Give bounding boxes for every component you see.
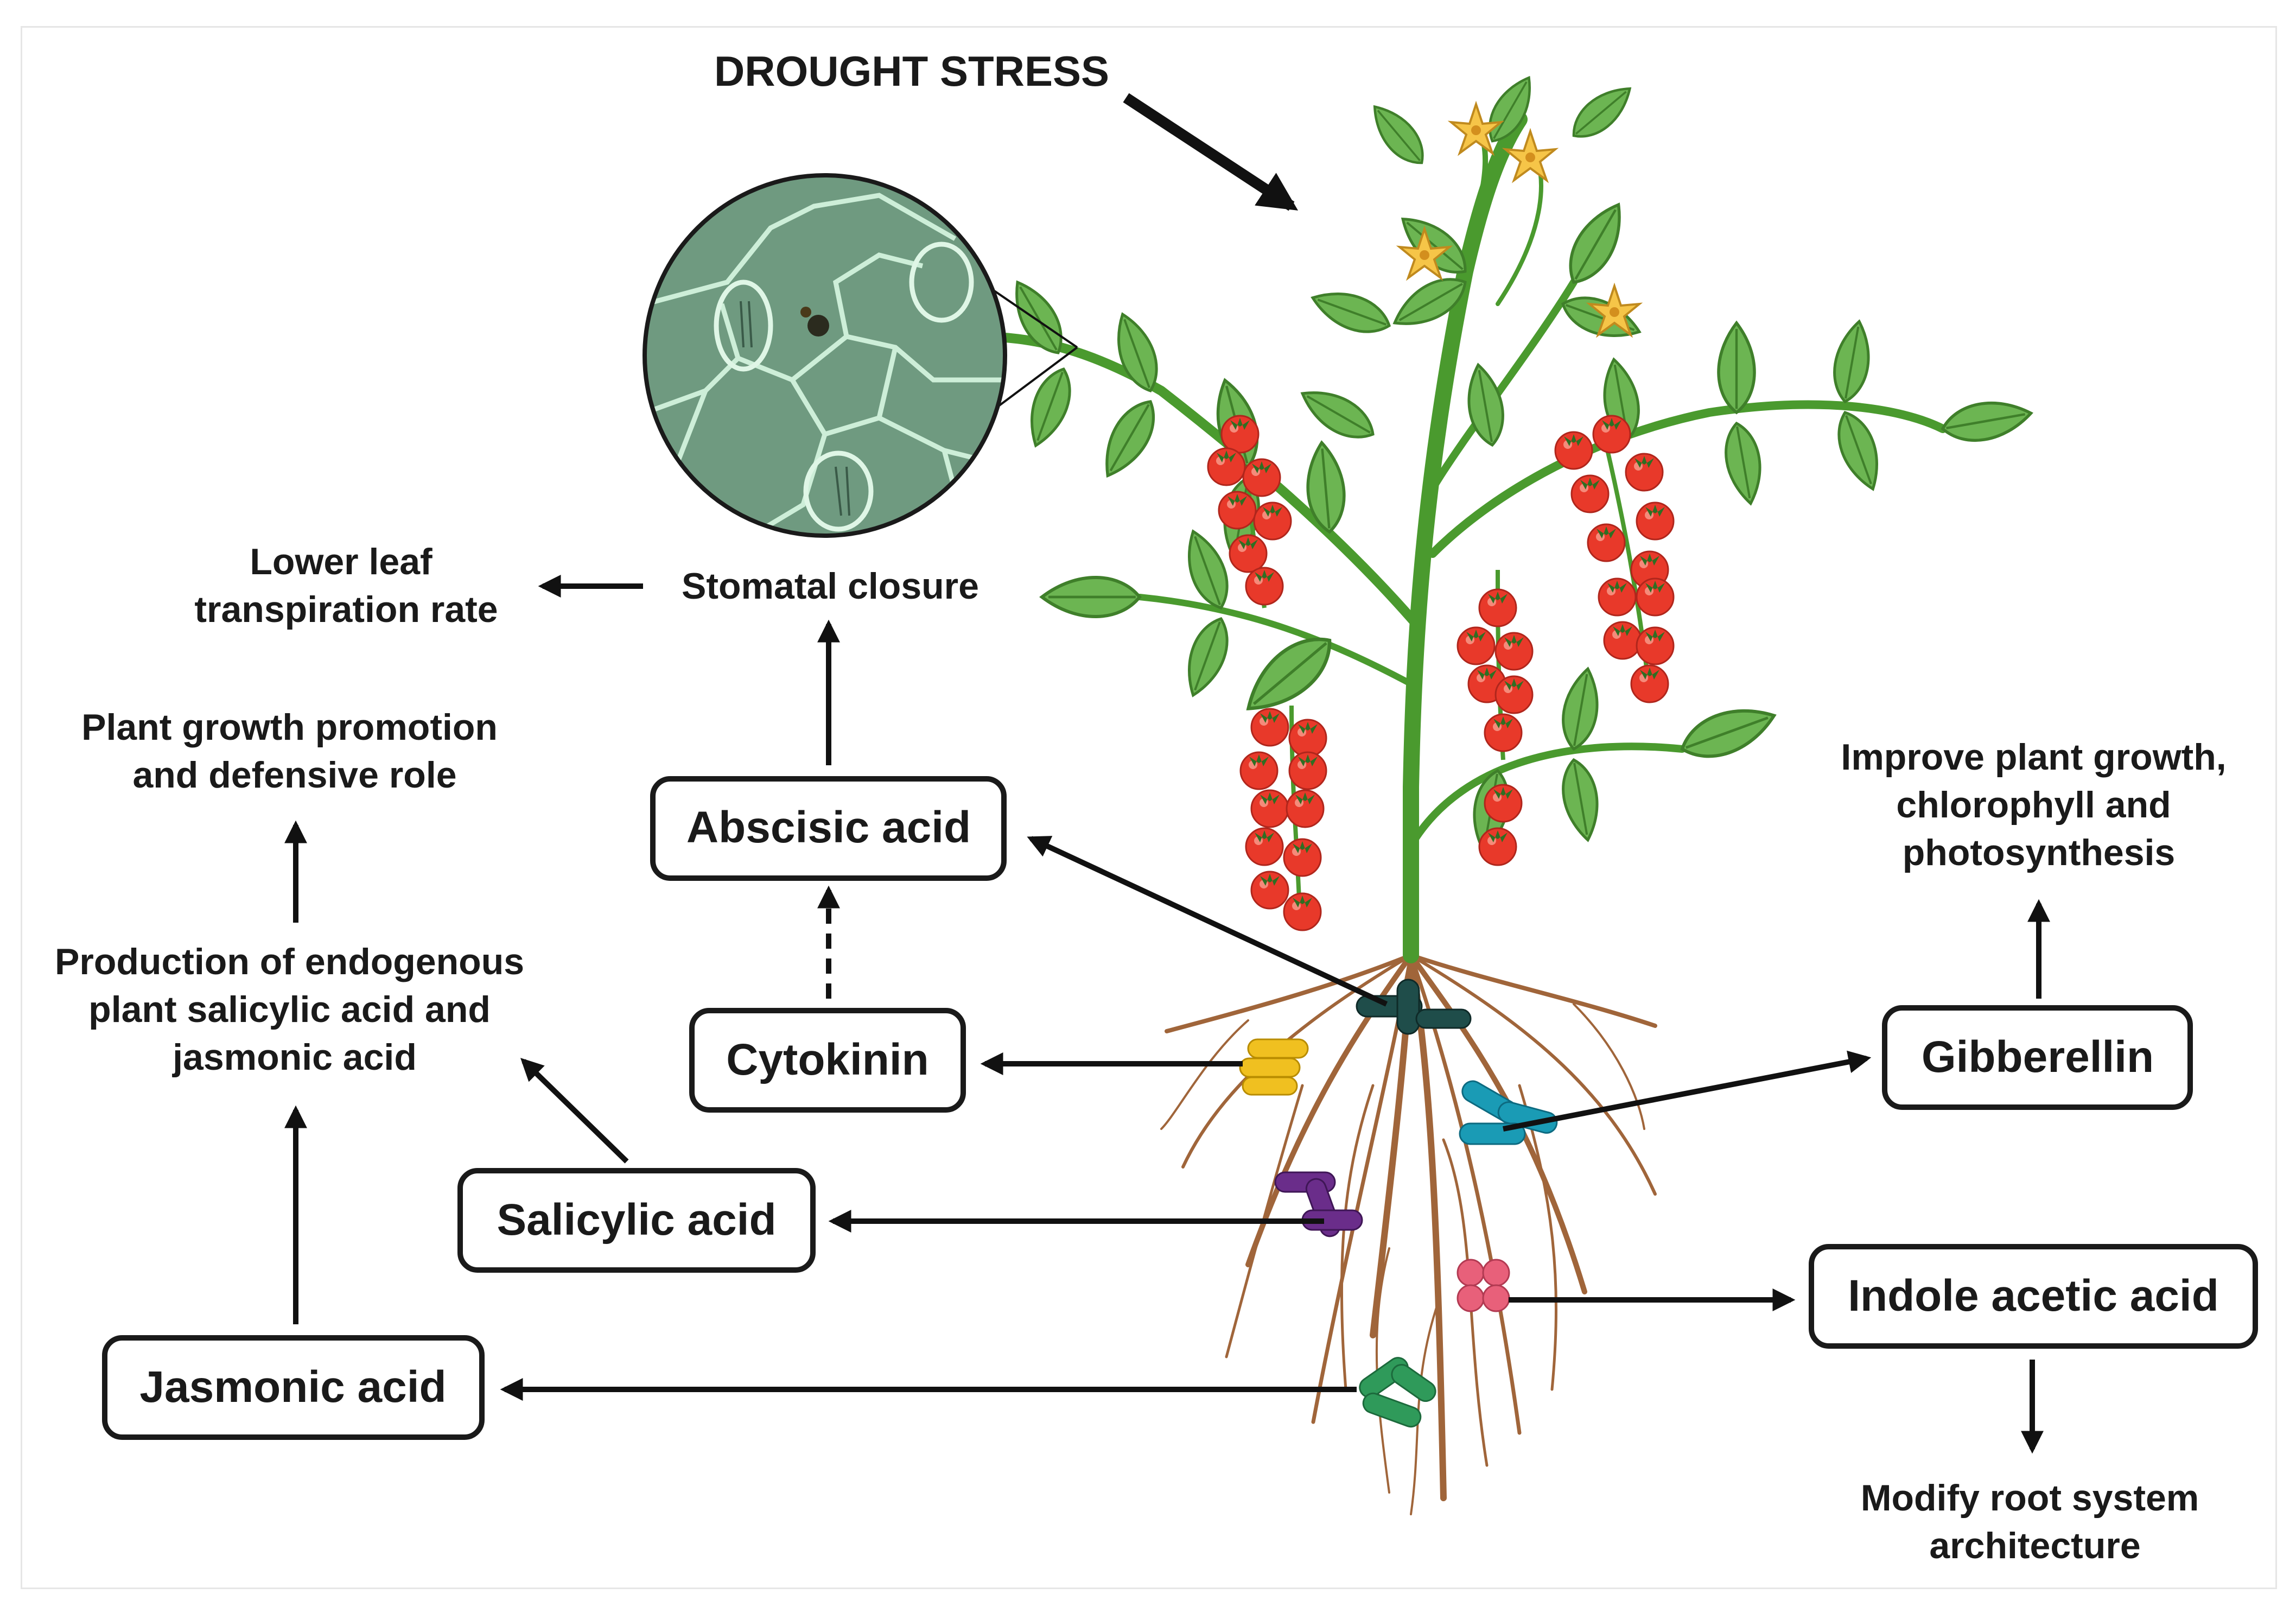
arrow-bacteria-to-abscisic (1027, 836, 1388, 1007)
drought-stress-arrow (1123, 93, 1299, 211)
indole-acetic-acid-label: Indole acetic acid (1848, 1271, 2219, 1320)
tomato-clusters (1207, 415, 1675, 931)
arrow-salicylic-to-endogenous (520, 1058, 629, 1164)
jasmonic-acid-label: Jasmonic acid (139, 1362, 446, 1412)
diagram-frame (21, 26, 2277, 1589)
bacteria-indole-acetic-acid (1457, 1259, 1510, 1312)
abscisic-acid-label: Abscisic acid (686, 803, 971, 852)
cytokinin-label: Cytokinin (726, 1035, 929, 1084)
gibberellin-effect-label: Improve plant growth, chlorophyll and ph… (1841, 737, 2236, 873)
pathway-arrows (284, 575, 2050, 1454)
cytokinin-box (689, 1008, 966, 1113)
tomato-plant-illustration (886, 71, 2034, 1515)
stomata-microscope-inset (643, 173, 1078, 538)
arrow-bacteria-to-gibberellin (1503, 1050, 1872, 1132)
salicylic-acid-box (457, 1168, 816, 1273)
root-system (1160, 952, 1657, 1515)
root-architecture-label: Modify root system architecture (1861, 1477, 2209, 1566)
plant-stems (972, 111, 1947, 963)
growth-promotion-label: Plant growth promotion and defensive rol… (81, 707, 508, 796)
gibberellin-label: Gibberellin (1922, 1032, 2154, 1082)
abscisic-acid-box (650, 776, 1007, 881)
indole-acetic-acid-box (1809, 1244, 2258, 1349)
jasmonic-acid-box (102, 1335, 485, 1440)
diagram-title: DROUGHT STRESS (714, 47, 1109, 95)
hormone-boxes (102, 776, 2258, 1440)
transpiration-label: Lower leaf transpiration rate (194, 541, 498, 630)
bacteria-gibberellin (1459, 1080, 1558, 1145)
bacteria-jasmonic-acid (1359, 1357, 1436, 1428)
bacteria-salicylic-acid (1274, 1171, 1363, 1237)
bacteria-cytokinin (1239, 1038, 1309, 1096)
gibberellin-box (1882, 1005, 2193, 1110)
bacteria-markers (1239, 979, 1558, 1428)
endogenous-production-label: Production of endogenous plant salicylic… (55, 941, 535, 1078)
salicylic-acid-label: Salicylic acid (497, 1195, 776, 1245)
bacteria-abscisic-acid (1356, 979, 1472, 1035)
stomatal-closure-label: Stomatal closure (682, 566, 979, 607)
